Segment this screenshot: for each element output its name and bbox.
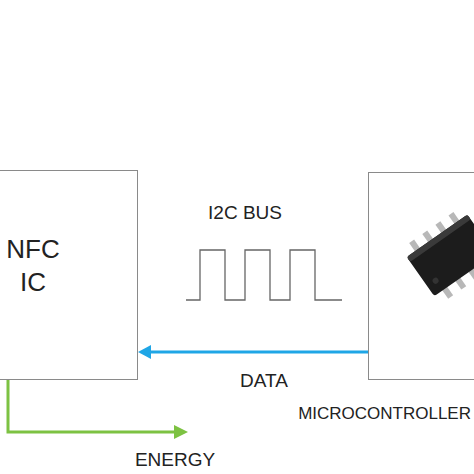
node-text: NFC IC: [3, 233, 63, 298]
chip-symbol: [401, 206, 474, 304]
edge-label: DATA: [238, 370, 290, 392]
energy-label: ENERGY: [133, 449, 217, 471]
nfc-ic-box: NFC IC: [0, 170, 138, 380]
energy-arrow: [8, 380, 188, 439]
data-arrow: [138, 345, 368, 359]
i2c-waveform: [186, 250, 342, 300]
microcontroller-box: MICROCONTROLLER: [368, 172, 474, 380]
bus-label: I2C BUS: [206, 202, 284, 224]
node-text: MICROCONTROLLER: [298, 403, 471, 424]
